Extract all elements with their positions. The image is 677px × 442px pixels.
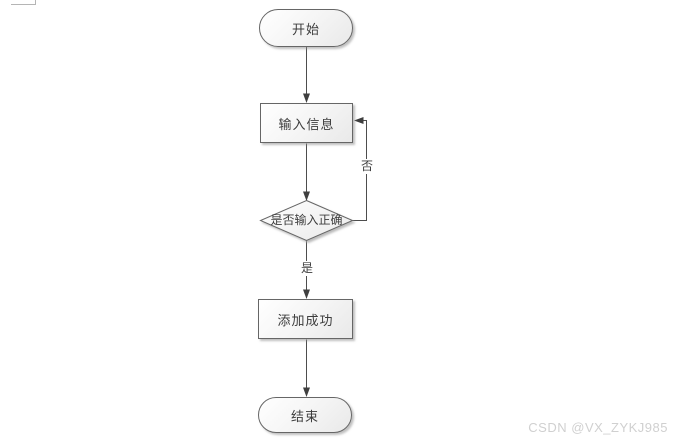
edge-label-yes: 是	[299, 261, 315, 276]
flow-node-input-info-label: 输入信息	[278, 117, 335, 133]
arrowhead-into-decision	[303, 191, 310, 201]
arrowhead-into-end	[303, 387, 310, 397]
flow-node-add-success-label: 添加成功	[277, 313, 334, 329]
flow-node-end: 结束	[258, 397, 352, 433]
flow-node-decision-label: 是否输入正确	[270, 213, 343, 227]
arrowhead-into-add	[303, 289, 310, 299]
cropped-shape-fragment	[11, 0, 36, 5]
csdn-watermark: CSDN @VX_ZYKJ985	[528, 420, 668, 435]
arrowhead-into-input	[303, 93, 310, 103]
flow-node-end-label: 结束	[290, 409, 319, 425]
flow-node-start-label: 开始	[291, 22, 320, 38]
flow-node-start: 开始	[259, 9, 353, 47]
decision-diamond-shape	[259, 199, 354, 242]
arrowhead-loopback-into-input	[354, 117, 364, 124]
flow-node-input-info: 输入信息	[260, 103, 353, 143]
flow-node-add-success: 添加成功	[258, 299, 353, 339]
edge-label-no: 否	[359, 159, 375, 174]
